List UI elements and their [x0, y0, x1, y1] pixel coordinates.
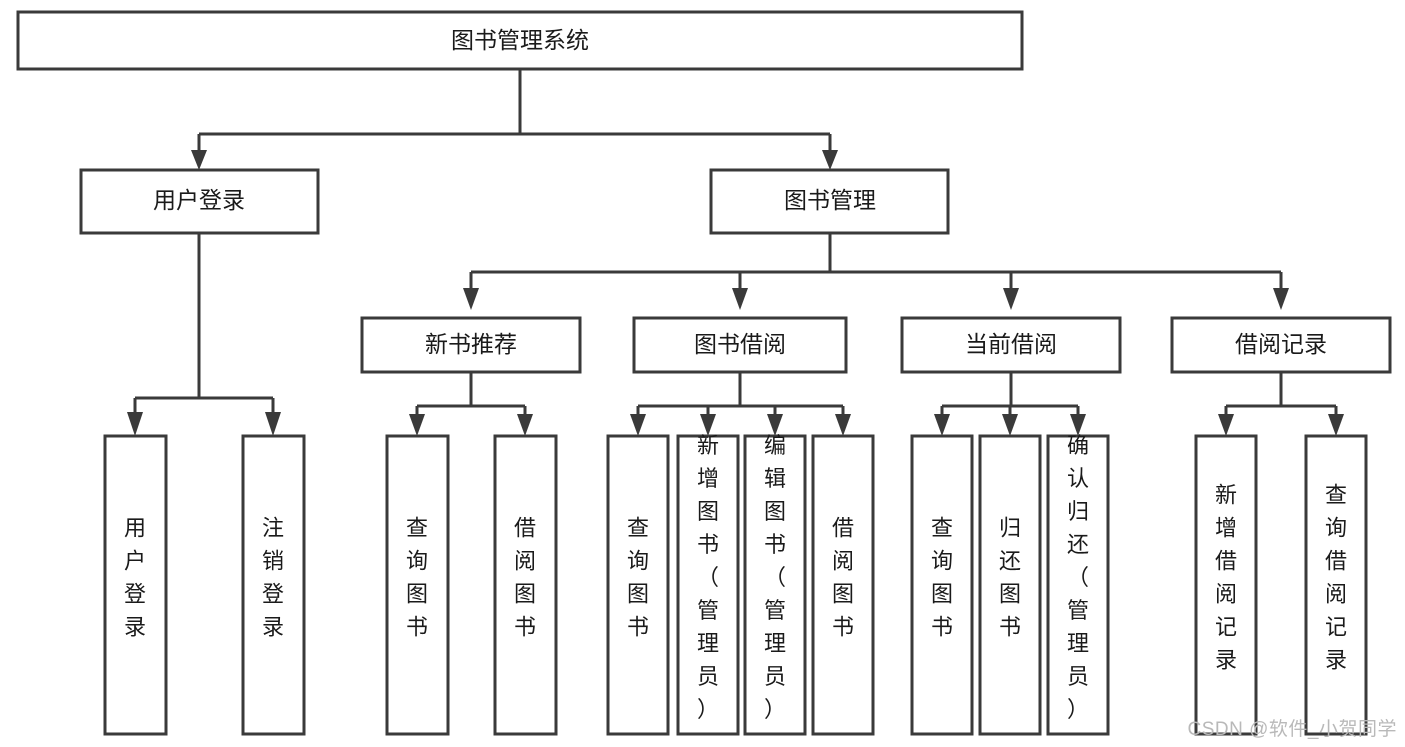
node-leaf-borrow-book-2[interactable]: 借阅图书 [811, 434, 875, 736]
node-leaf-query-book-2-label: 查询图书 [627, 516, 649, 640]
node-leaf-query-book-1-label: 查询图书 [406, 516, 428, 640]
node-leaf-logout-login[interactable]: 注销登录 [241, 434, 306, 736]
arrow-to-leaf-edit-book [767, 414, 783, 436]
node-leaf-query-book-3-box[interactable] [910, 434, 974, 736]
node-leaf-borrow-book-1-label: 借阅图书 [514, 516, 536, 640]
node-leaf-user-login[interactable]: 用户登录 [103, 434, 168, 736]
node-leaf-add-book[interactable]: 新增图书（管理员） [676, 433, 740, 736]
node-leaf-query-book-1[interactable]: 查询图书 [385, 434, 450, 736]
node-leaf-add-record-box[interactable] [1194, 434, 1258, 736]
node-user-login[interactable]: 用户登录 [79, 168, 320, 235]
arrow-to-borrow-record [1273, 288, 1289, 310]
node-leaf-add-record-label: 新增借阅记录 [1215, 483, 1237, 673]
node-book-manage[interactable]: 图书管理 [709, 168, 950, 235]
node-leaf-query-book-2[interactable]: 查询图书 [606, 434, 670, 736]
node-leaf-return-book[interactable]: 归还图书 [978, 434, 1042, 736]
node-current-borrow-label: 当前借阅 [965, 331, 1057, 357]
arrow-to-leaf-borrow-book-2 [835, 414, 851, 436]
node-new-book-recommend[interactable]: 新书推荐 [360, 316, 582, 374]
node-leaf-borrow-book-2-label: 借阅图书 [832, 516, 854, 640]
arrow-to-leaf-borrow-book-1 [517, 414, 533, 436]
node-leaf-edit-book-label: 编辑图书（管理员） [764, 433, 786, 722]
node-book-borrow-label: 图书借阅 [694, 331, 786, 357]
arrow-to-book-manage [822, 150, 838, 170]
node-root[interactable]: 图书管理系统 [16, 10, 1024, 71]
node-leaf-query-record-box[interactable] [1304, 434, 1368, 736]
node-leaf-logout-login-box[interactable] [241, 434, 306, 736]
node-current-borrow-box[interactable] [900, 316, 1122, 374]
node-leaf-confirm-return-box[interactable] [1046, 434, 1110, 736]
node-leaf-edit-book[interactable]: 编辑图书（管理员） [743, 433, 807, 736]
node-leaf-query-book-3-label: 查询图书 [931, 516, 953, 640]
node-leaf-confirm-return[interactable]: 确认归还（管理员） [1046, 433, 1110, 736]
node-new-book-recommend-label: 新书推荐 [425, 331, 517, 357]
node-leaf-confirm-return-label: 确认归还（管理员） [1067, 433, 1089, 722]
connector-layer [127, 69, 1344, 436]
node-leaf-borrow-book-1[interactable]: 借阅图书 [493, 434, 558, 736]
node-leaf-query-book-3[interactable]: 查询图书 [910, 434, 974, 736]
arrow-to-current-borrow [1003, 288, 1019, 310]
node-user-login-label: 用户登录 [153, 187, 245, 213]
arrow-to-leaf-user-login [127, 412, 143, 436]
arrow-to-leaf-query-book-2 [630, 414, 646, 436]
node-leaf-borrow-book-2-box[interactable] [811, 434, 875, 736]
arrow-to-leaf-add-book [700, 414, 716, 436]
node-leaf-add-record[interactable]: 新增借阅记录 [1194, 434, 1258, 736]
node-book-borrow[interactable]: 图书借阅 [632, 316, 848, 374]
node-leaf-user-login-label: 用户登录 [124, 516, 146, 640]
node-leaf-logout-login-label: 注销登录 [262, 516, 284, 640]
node-book-manage-box[interactable] [709, 168, 950, 235]
node-book-manage-label: 图书管理 [784, 187, 876, 213]
arrow-to-leaf-query-book-3 [934, 414, 950, 436]
node-root-box[interactable] [16, 10, 1024, 71]
arrow-to-leaf-return-book [1002, 414, 1018, 436]
node-leaf-query-book-2-box[interactable] [606, 434, 670, 736]
node-borrow-record-box[interactable] [1170, 316, 1392, 374]
node-leaf-return-book-label: 归还图书 [999, 516, 1021, 640]
node-leaf-user-login-box[interactable] [103, 434, 168, 736]
node-leaf-edit-book-box[interactable] [743, 434, 807, 736]
node-new-book-recommend-box[interactable] [360, 316, 582, 374]
node-leaf-query-record[interactable]: 查询借阅记录 [1304, 434, 1368, 736]
arrow-to-leaf-confirm-return [1070, 414, 1086, 436]
node-root-label: 图书管理系统 [451, 27, 589, 53]
node-leaf-add-book-box[interactable] [676, 434, 740, 736]
node-borrow-record[interactable]: 借阅记录 [1170, 316, 1392, 374]
arrow-to-leaf-add-record [1218, 414, 1234, 436]
node-leaf-return-book-box[interactable] [978, 434, 1042, 736]
node-book-borrow-box[interactable] [632, 316, 848, 374]
node-user-login-box[interactable] [79, 168, 320, 235]
arrow-to-leaf-logout-login [265, 412, 281, 436]
arrow-to-user-login [191, 150, 207, 170]
arrow-to-new-book-recommend [463, 288, 479, 310]
node-borrow-record-label: 借阅记录 [1235, 331, 1327, 357]
node-leaf-add-book-label: 新增图书（管理员） [697, 433, 719, 722]
node-leaf-query-record-label: 查询借阅记录 [1325, 483, 1347, 673]
node-current-borrow[interactable]: 当前借阅 [900, 316, 1122, 374]
node-leaf-borrow-book-1-box[interactable] [493, 434, 558, 736]
arrow-to-leaf-query-book-1 [409, 414, 425, 436]
arrow-to-book-borrow [732, 288, 748, 310]
arrow-to-leaf-query-record [1328, 414, 1344, 436]
node-leaf-query-book-1-box[interactable] [385, 434, 450, 736]
